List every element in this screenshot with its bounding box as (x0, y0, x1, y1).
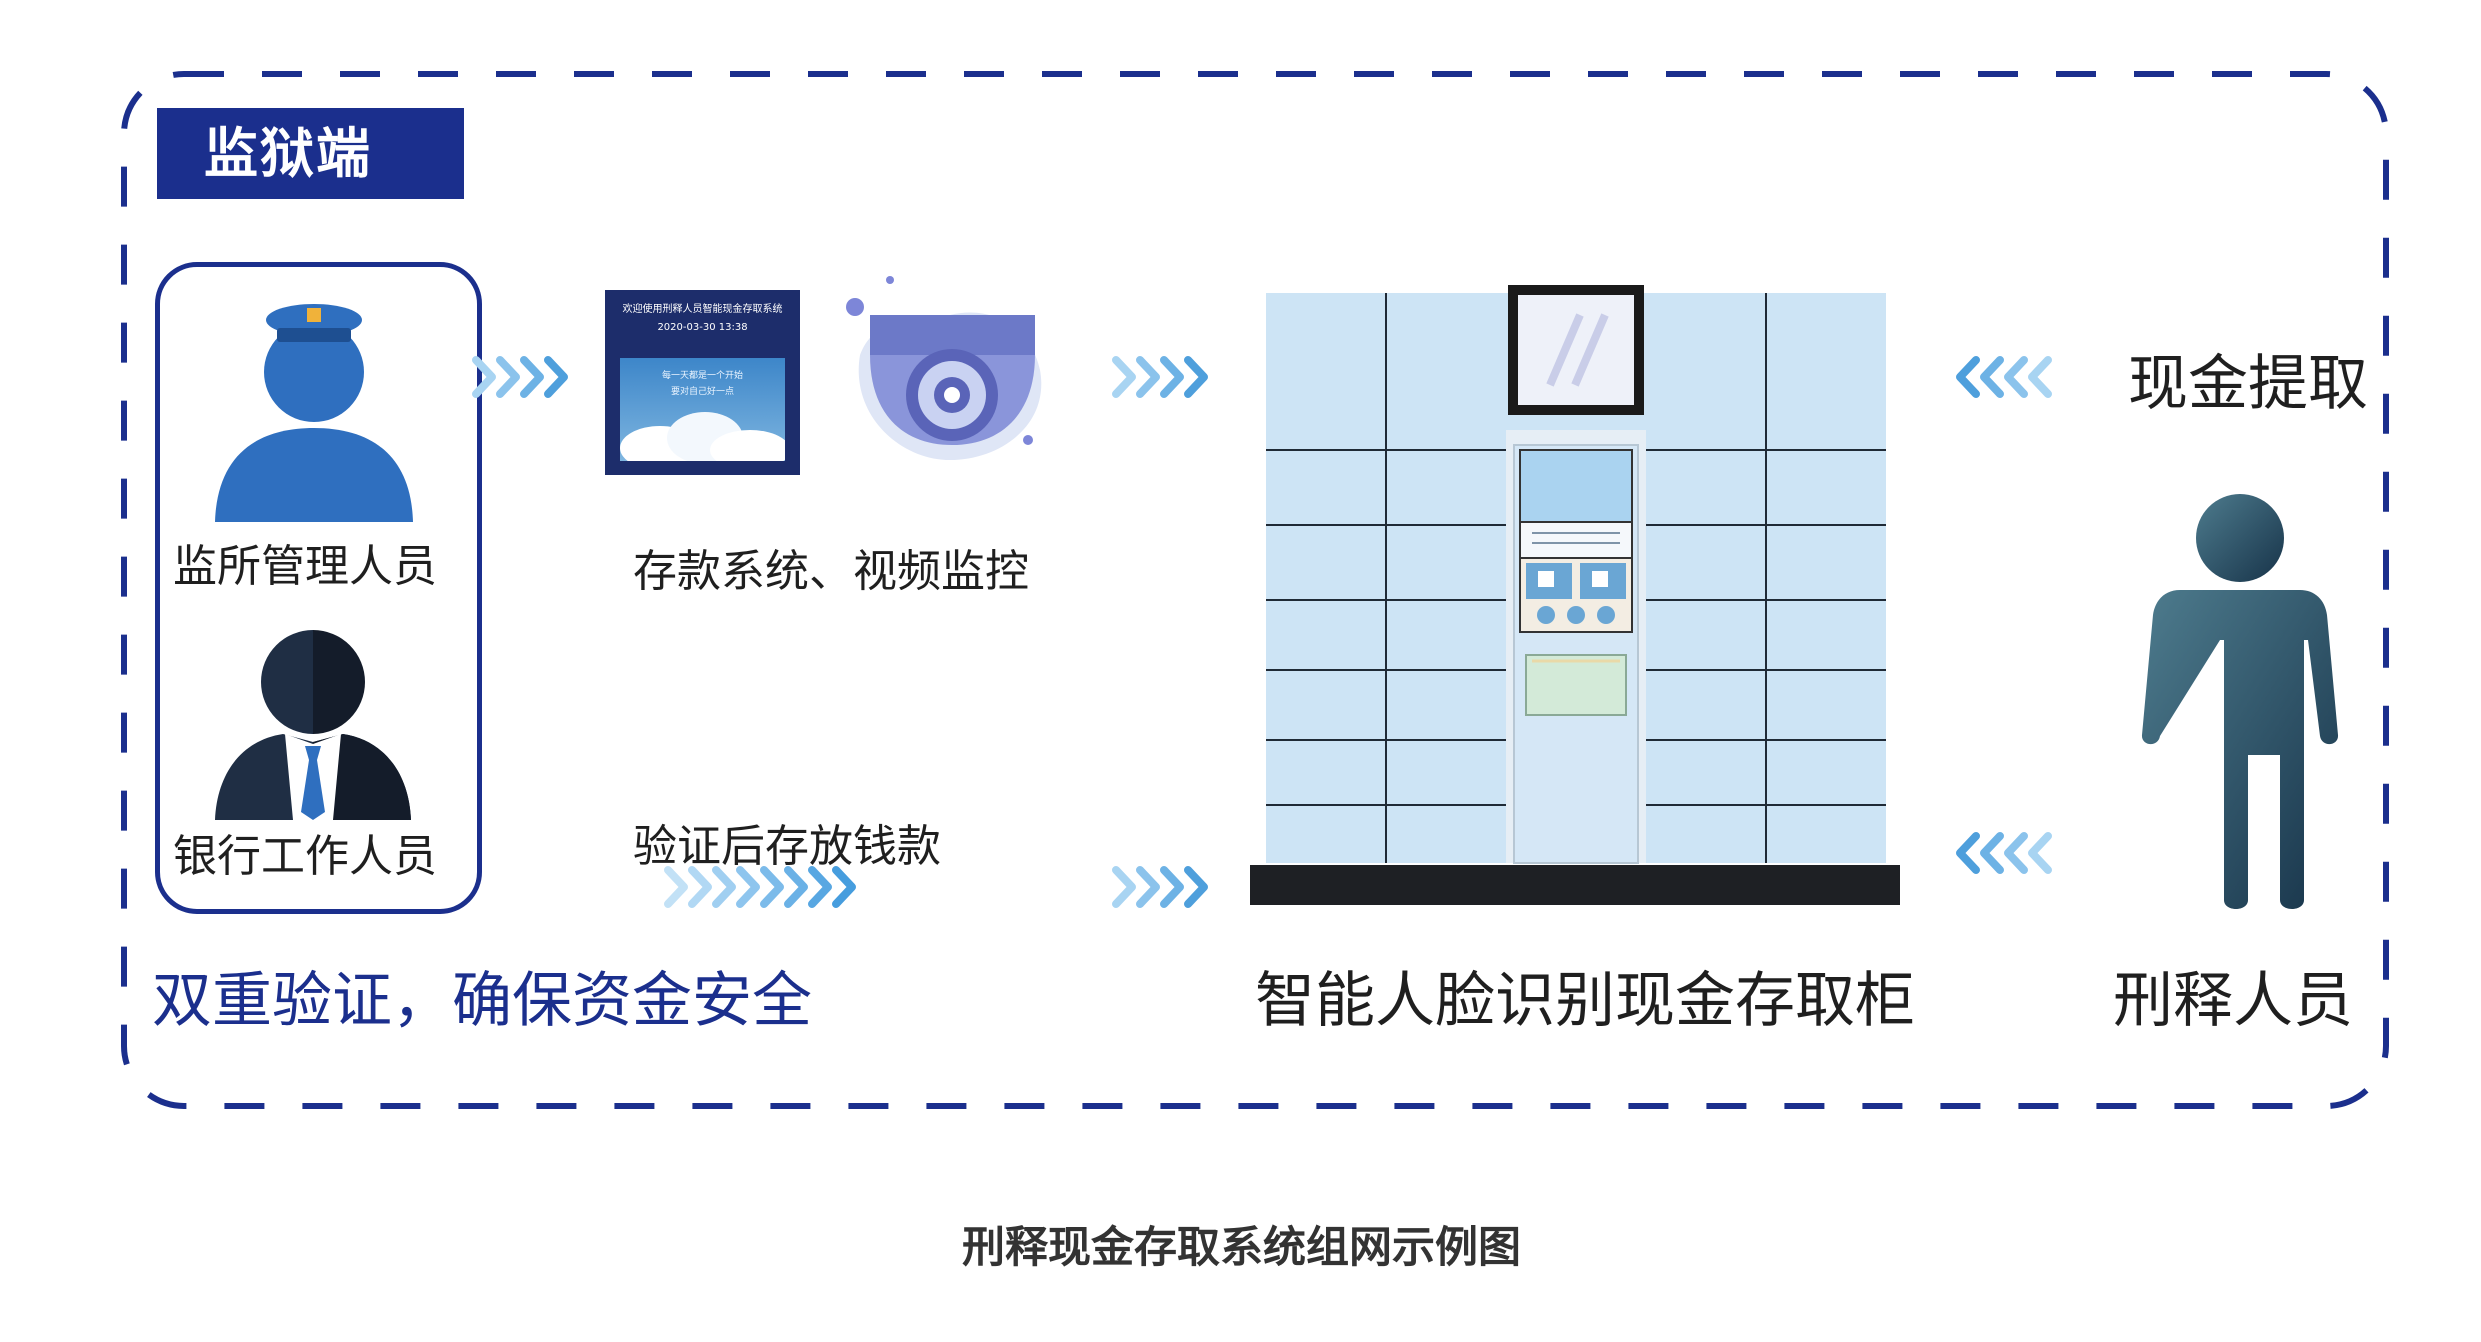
cash-cabinet-icon (1250, 285, 1900, 905)
screen-line-1: 每一天都是一个开始 (661, 371, 743, 381)
manager-label: 监所管理人员 (173, 541, 437, 592)
section-title: 监狱端 (157, 108, 464, 199)
bank-staff-icon (215, 630, 411, 820)
chevron-right-icon (664, 866, 856, 908)
withdraw-label: 现金提取 (2128, 349, 2368, 419)
screen-title: 欢迎使用刑释人员智能现金存取系统 (622, 304, 783, 315)
chevron-right-icon (1112, 866, 1208, 908)
chevron-right-icon (1112, 356, 1208, 398)
devices-label: 存款系统、视频监控 (633, 546, 1029, 597)
chevron-right-icon (472, 356, 568, 398)
deposit-flow-label: 验证后存放钱款 (633, 821, 941, 872)
surveillance-camera-icon (846, 276, 1042, 460)
chevron-left-icon (1956, 832, 2052, 874)
staff-group-box (155, 262, 482, 914)
screen-sky-image: 每一天都是一个开始 要对自己好一点 (620, 358, 785, 461)
footer-security-note: 双重验证，确保资金安全 (152, 966, 812, 1036)
prison-officer-icon (215, 304, 413, 522)
bank-staff-label: 银行工作人员 (173, 831, 437, 882)
chevron-left-icon (1956, 356, 2052, 398)
screen-line-2: 要对自己好一点 (670, 387, 734, 397)
figure-caption: 刑释现金存取系统组网示例图 (962, 1223, 1521, 1273)
screen-datetime: 2020-03-30 13:38 (657, 322, 748, 333)
cabinet-label: 智能人脸识别现金存取柜 (1255, 966, 1915, 1036)
dashed-frame (121, 71, 2389, 1109)
deposit-system-screen: 欢迎使用刑释人员智能现金存取系统 2020-03-30 13:38 每一天都是一… (605, 290, 800, 475)
cloud-icon (620, 412, 785, 461)
released-person-label: 刑释人员 (2113, 966, 2353, 1036)
released-person-icon (2141, 494, 2339, 909)
